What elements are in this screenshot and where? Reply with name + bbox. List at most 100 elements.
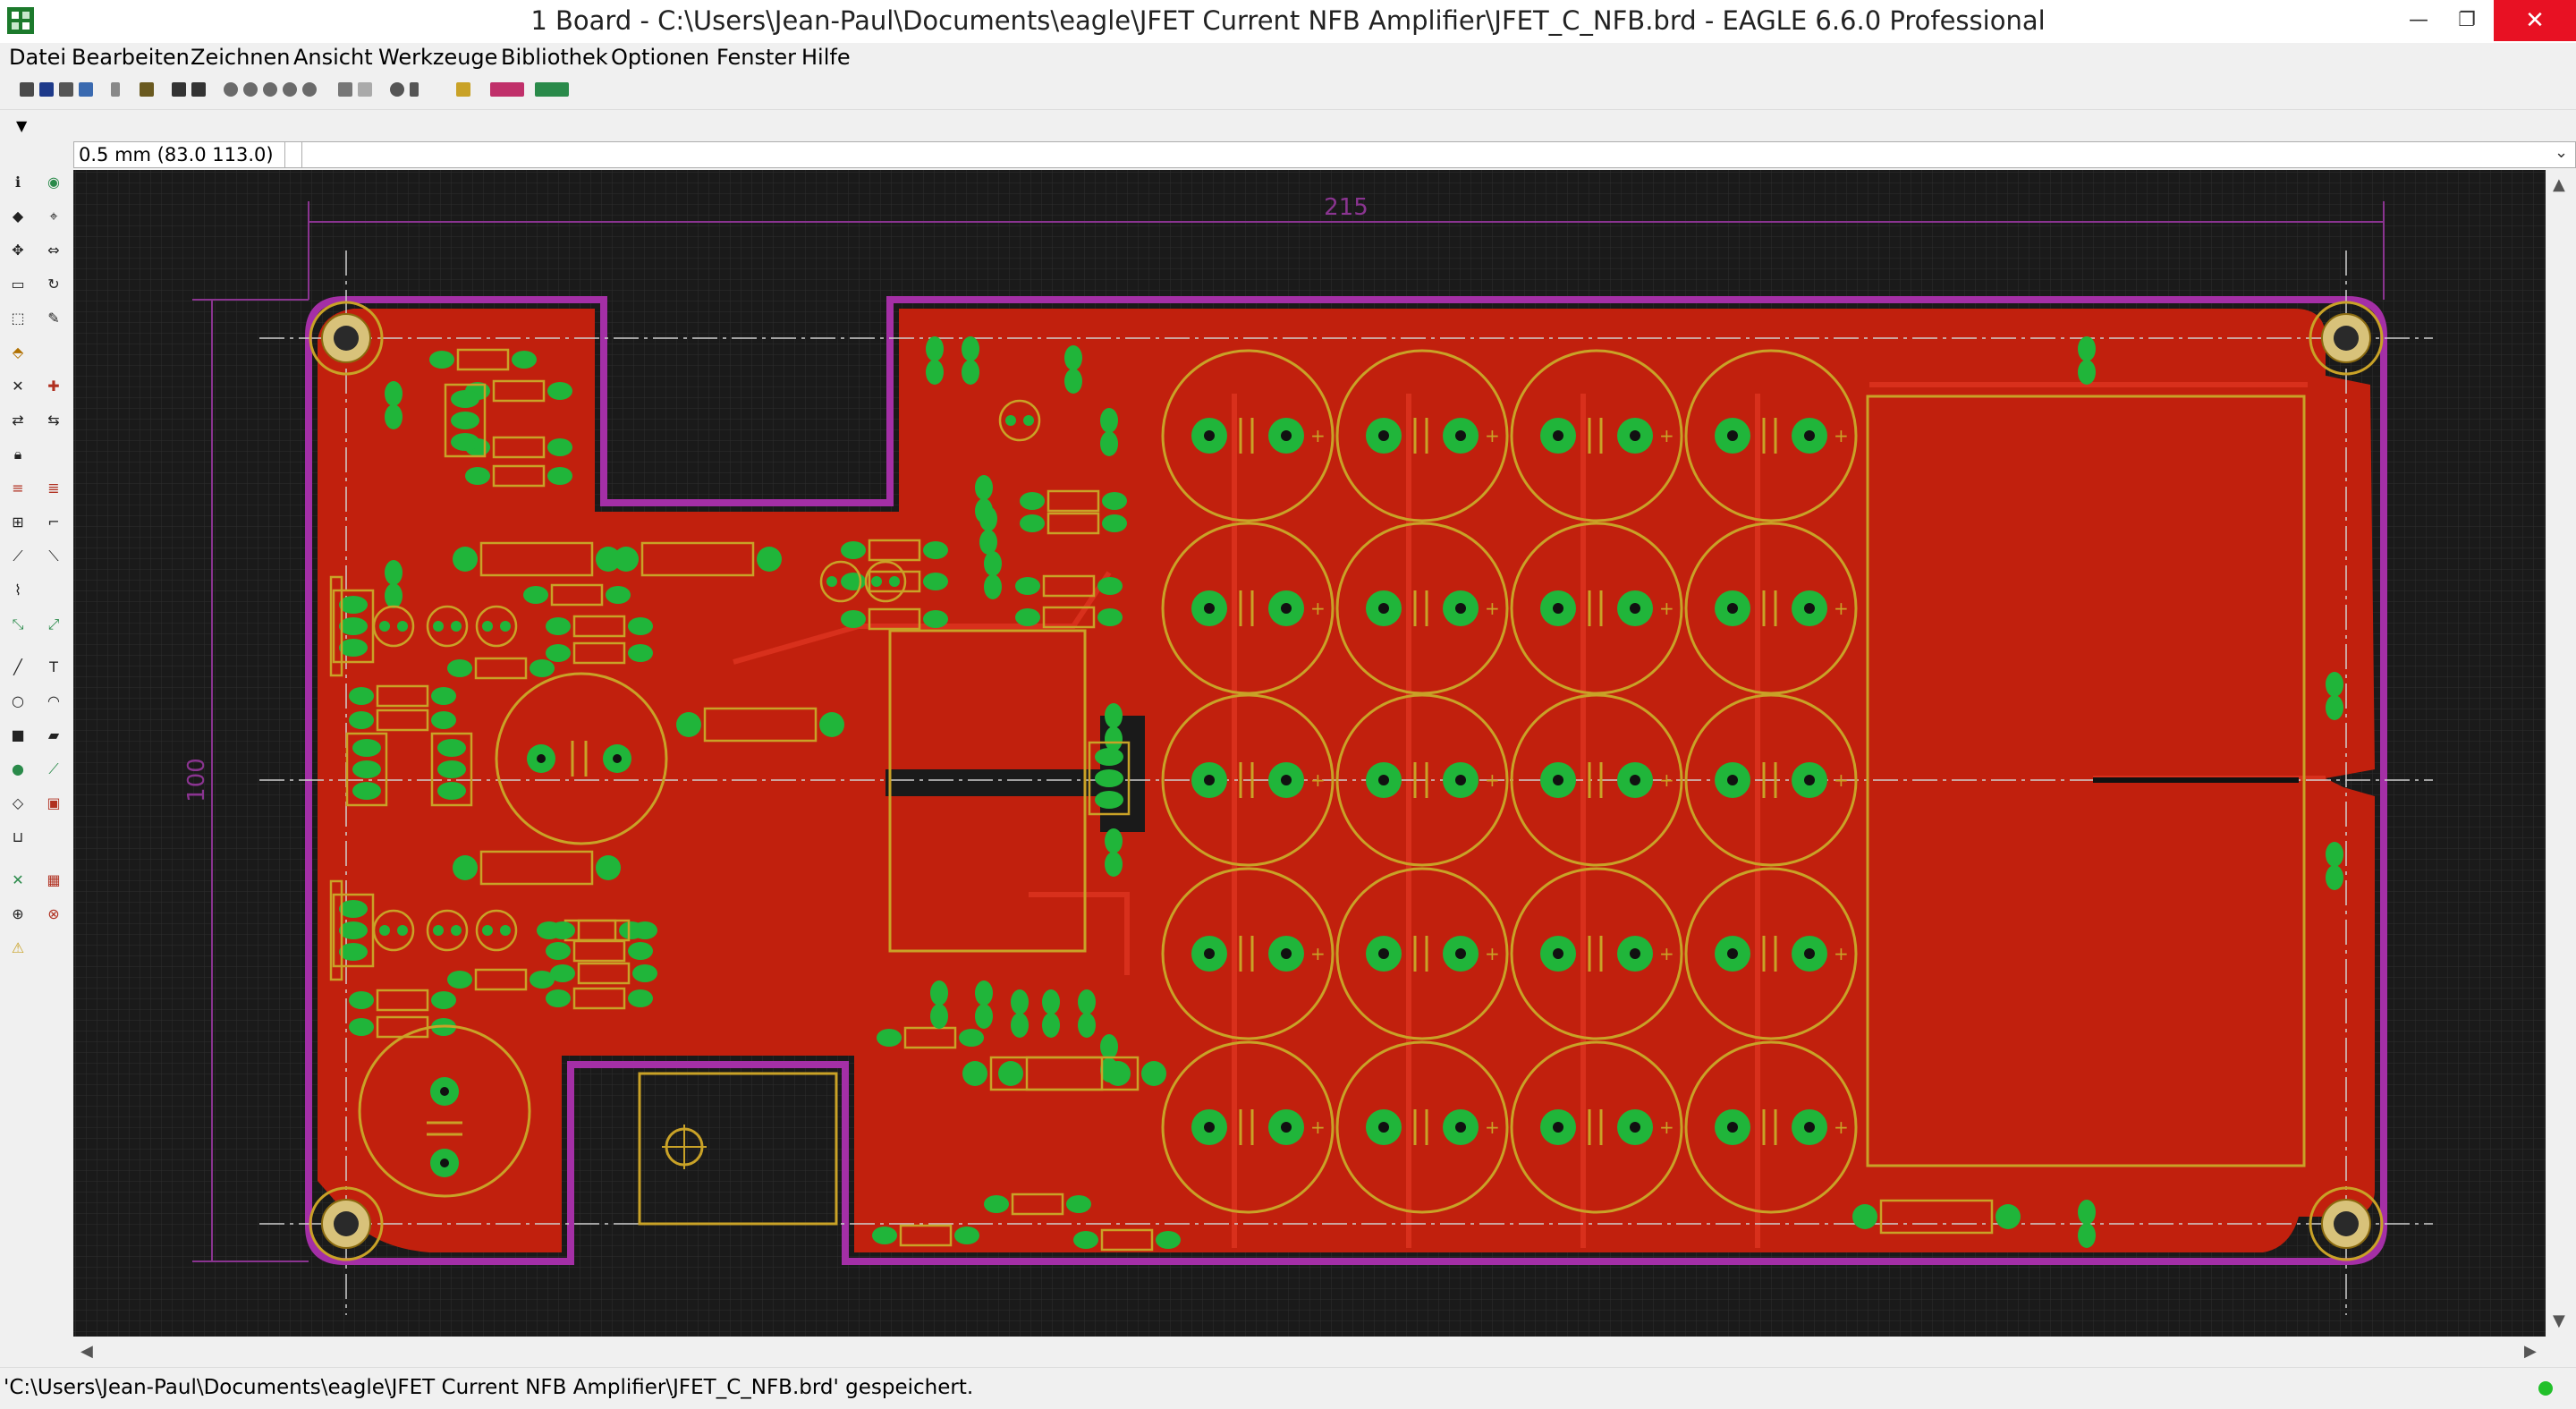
split-icon[interactable]: ⟋ [13,547,23,564]
help-icon[interactable] [456,82,470,97]
rotate-icon[interactable]: ↻ [47,276,60,293]
scroll-up-icon[interactable]: ▲ [2553,175,2565,194]
menu-fenster[interactable]: Fenster [716,45,797,70]
board-canvas[interactable]: 215 100 [73,170,2546,1337]
zoom-fit-icon[interactable] [224,82,238,97]
svg-text:+: + [1310,425,1326,446]
edge-connector [329,575,343,677]
copy-icon[interactable]: ▭ [11,276,25,293]
board-icon[interactable] [140,82,154,97]
delete-icon[interactable]: ✕ [12,378,24,395]
command-input[interactable] [306,143,2546,168]
svg-text:+: + [1310,598,1326,619]
polygon-icon[interactable]: ▰ [47,726,60,743]
menu-ansicht[interactable]: Ansicht [293,45,373,70]
command-history-dropdown[interactable]: ⌄ [2555,143,2569,162]
ulp-icon[interactable] [535,82,569,97]
menu-datei[interactable]: Datei [9,45,67,70]
signal-icon[interactable]: ⟋ [48,760,59,777]
info-icon[interactable]: ℹ [14,174,21,191]
svg-text:+: + [1310,1116,1326,1138]
lock-icon[interactable]: 🔒︎ [13,446,22,463]
scroll-down-icon[interactable]: ▼ [2553,1311,2565,1330]
bank-capacitor: + [1510,693,1683,867]
board-outline [305,296,2387,1265]
zoom-in-icon[interactable] [243,82,258,97]
via-icon[interactable]: ● [12,760,24,777]
film-capacitor-footprint [1852,1199,2021,1235]
scroll-right-icon[interactable]: ▶ [2524,1342,2537,1361]
name-icon[interactable]: ≣ [47,480,60,497]
replace-icon[interactable]: ⇆ [47,412,60,429]
vertical-scrollbar[interactable]: ▲ ▼ [2546,170,2576,1337]
errors-icon[interactable]: ⚠ [11,939,25,956]
attribute-icon[interactable]: ▣ [47,794,61,811]
zoom-redraw-icon[interactable] [283,82,297,97]
show-icon[interactable]: ◉ [47,174,60,191]
status-bar [0,1367,2576,1409]
redo-icon[interactable] [358,82,372,97]
route-icon[interactable]: ⤡ [12,615,24,632]
design-link-icon[interactable] [490,82,524,97]
group-icon[interactable]: ⬚ [11,310,25,327]
paste-icon[interactable]: ⬘ [12,344,24,361]
circle-icon[interactable]: ○ [12,692,24,709]
erc-icon[interactable]: ⊕ [12,905,24,922]
open-icon[interactable] [20,82,34,97]
stop-icon[interactable] [390,82,404,97]
horizontal-scrollbar[interactable]: ◀ ▶ [73,1337,2546,1367]
parameter-dropdown[interactable]: ▼ [16,117,28,134]
menu-optionen[interactable]: Optionen [611,45,710,70]
menu-bearbeiten[interactable]: Bearbeiten [72,45,190,70]
dimension-icon[interactable]: ⊔ [12,828,24,845]
add-icon[interactable]: ✚ [47,378,60,395]
rect-icon[interactable]: ■ [11,726,25,743]
mounting-hole [2309,301,2384,376]
mirror-icon[interactable]: ⇔ [47,242,60,259]
smash-icon[interactable]: ≡ [12,480,24,497]
menu-bibliothek[interactable]: Bibliothek [501,45,608,70]
miter-icon[interactable]: ⌐ [47,514,60,530]
cam-icon[interactable] [79,82,93,97]
maximize-button[interactable]: ❐ [2458,9,2476,31]
display-icon[interactable]: ◆ [12,208,24,225]
arc-icon[interactable]: ◠ [47,692,60,709]
mark-icon[interactable]: ⌖ [49,208,58,225]
zoom-out-icon[interactable] [263,82,277,97]
small-components [329,336,2343,1252]
move-icon[interactable]: ✥ [12,242,24,259]
pinswap-icon[interactable]: ⇄ [12,412,24,429]
resistor-footprint [349,709,456,732]
value-icon[interactable]: ⊞ [12,514,24,530]
ripup-icon[interactable]: ⤢ [47,615,60,632]
optimize-icon[interactable]: ⟍ [48,547,59,564]
text-icon[interactable]: T [49,658,58,675]
scroll-left-icon[interactable]: ◀ [80,1342,93,1361]
resistor-footprint [546,615,653,638]
ratsnest-icon[interactable]: ✕ [12,871,24,888]
layer2-icon[interactable] [191,82,206,97]
bank-capacitor: + [1684,867,1858,1040]
layer-icon[interactable] [172,82,186,97]
minimize-button[interactable]: — [2409,9,2428,31]
save-icon[interactable] [39,82,54,97]
wire-icon[interactable]: ╱ [13,658,22,675]
menu-werkzeuge[interactable]: Werkzeuge [378,45,498,70]
resistor-footprint [1020,489,1127,513]
menu-hilfe[interactable]: Hilfe [801,45,851,70]
auto-icon[interactable]: ▦ [47,871,61,888]
pad-pair [2078,1200,2096,1248]
go-icon[interactable] [410,82,419,97]
menu-zeichnen[interactable]: Zeichnen [191,45,291,70]
close-button[interactable]: ✕ [2494,0,2576,41]
resistor-footprint [1020,512,1127,535]
hole-icon[interactable]: ◇ [12,794,24,811]
zoom-select-icon[interactable] [302,82,317,97]
drc-icon[interactable]: ⊗ [47,905,60,922]
undo-icon[interactable] [338,82,352,97]
meander-icon[interactable]: ⌇ [14,581,21,598]
print-icon[interactable] [59,82,73,97]
svg-text:+: + [1834,943,1849,964]
script-icon[interactable] [111,82,120,97]
change-icon[interactable]: ✎ [47,310,60,327]
